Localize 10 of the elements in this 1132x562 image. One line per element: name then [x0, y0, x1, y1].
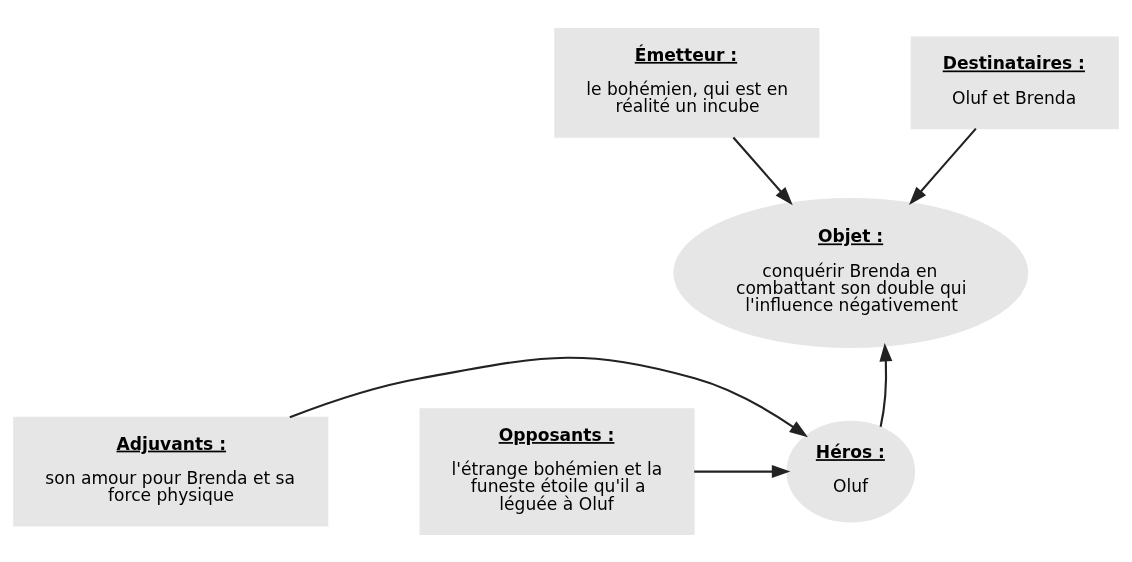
- arrow: [879, 342, 893, 427]
- arrow: [694, 464, 791, 478]
- arrow: [732, 136, 793, 205]
- arrow: [289, 356, 808, 437]
- node-ellipse: Objet : conquérir Brenda en combattant son double qui l'influence négativement: [673, 197, 1029, 348]
- node-box: Destinataires : Oluf et Brenda: [910, 36, 1119, 129]
- arrow: [909, 127, 977, 205]
- node-box: Adjuvants : son amour pour Brenda et sa force physique: [13, 416, 329, 526]
- node-box: Émetteur : le bohémien, qui est en réalité un incube: [554, 27, 820, 138]
- node-box: Opposants : l'étrange bohémien et la funeste étoile qu'il a léguée à Oluf: [419, 407, 695, 535]
